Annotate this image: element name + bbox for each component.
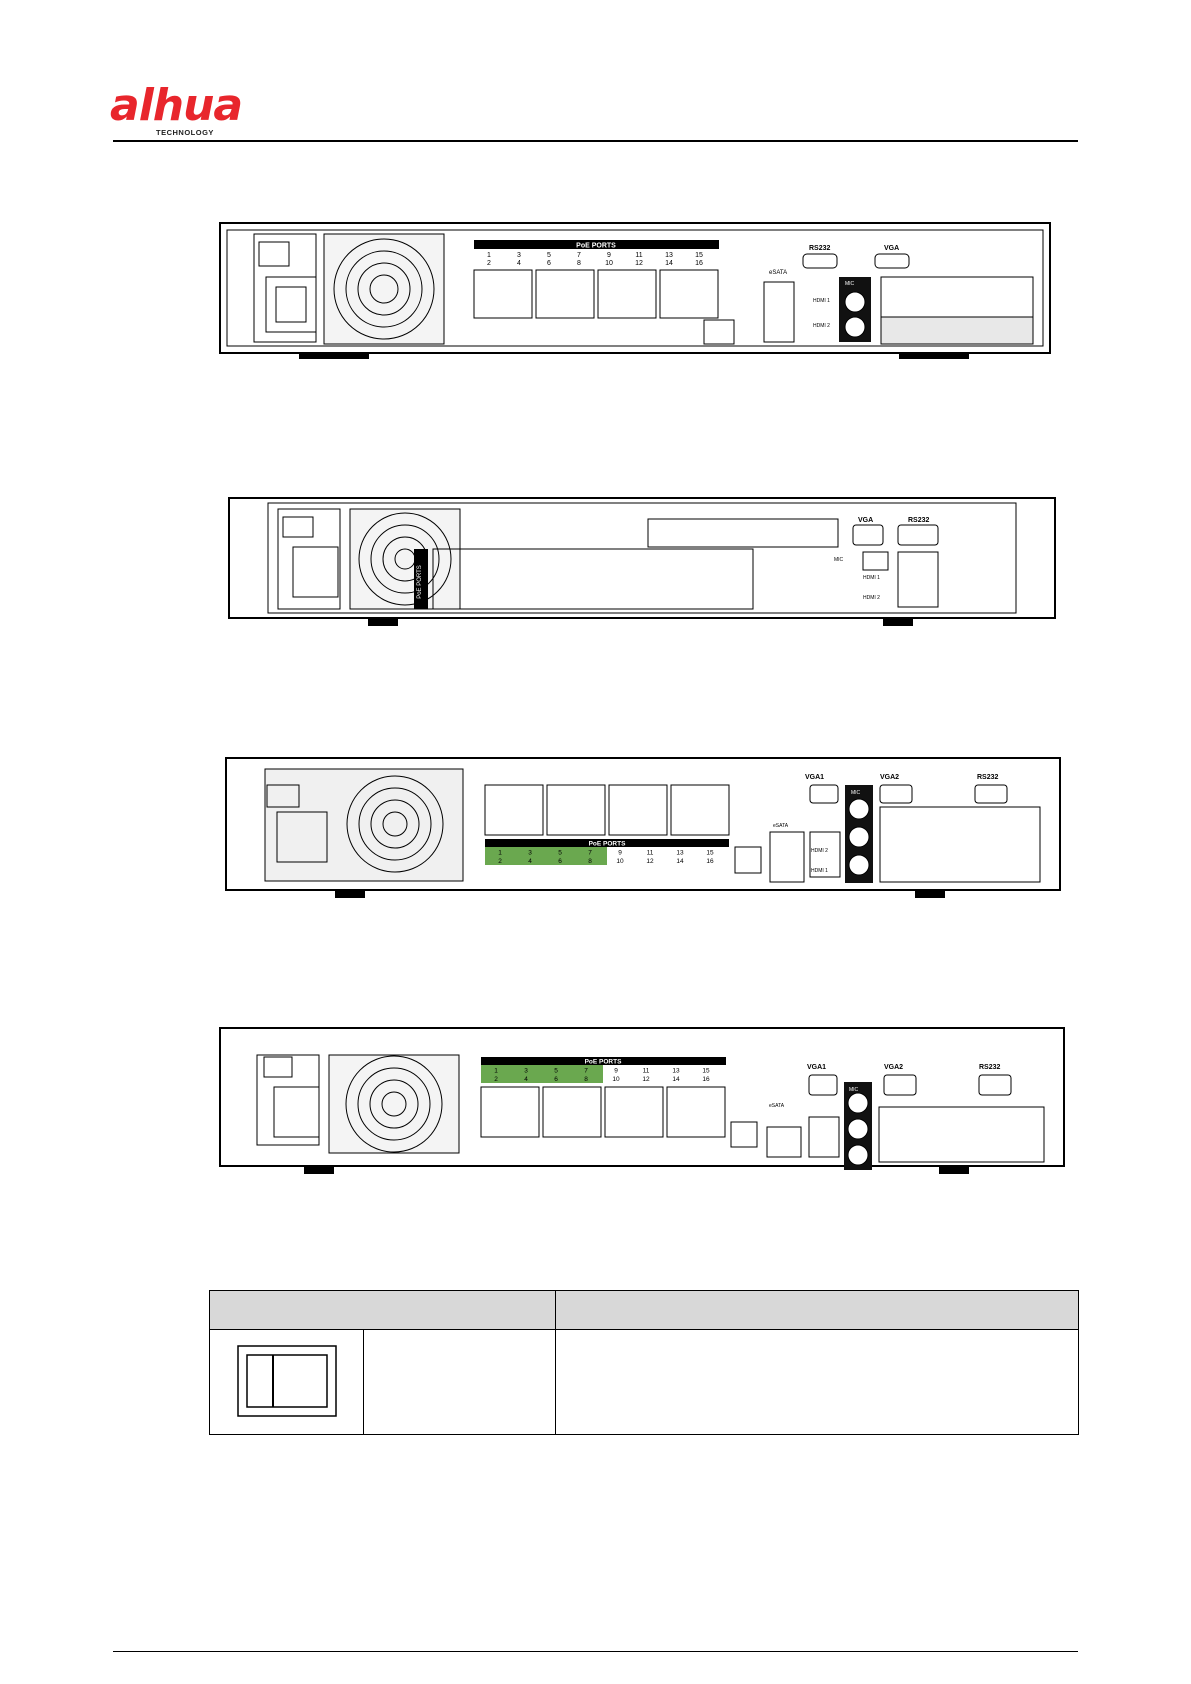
poe-label: 9	[614, 1068, 618, 1075]
poe-label: 6	[554, 1076, 558, 1083]
vga2-label: VGA2	[880, 774, 899, 781]
poe-label: 1	[498, 850, 502, 857]
hdmi1-label: HDMI 1	[863, 575, 880, 581]
poe-label: 8	[577, 260, 581, 267]
poe-label: 11	[635, 252, 642, 259]
hdmi2-label: HDMI 2	[863, 595, 880, 601]
poe-label: 11	[643, 1068, 650, 1075]
rear-panel-figure-1: PoE PORTS 1 3 5 7 9 11 13 15 2 4 6 8 10 …	[219, 222, 1051, 362]
rear-panel-4-drawing: PoE PORTS 1 3 5 7 9 11 13 15 2 4 6 8 10 …	[219, 1027, 1065, 1174]
esata-label: eSATA	[773, 823, 789, 829]
table-header-description	[555, 1290, 1079, 1330]
esata-label: eSATA	[769, 1103, 785, 1109]
rs232-label: RS232	[979, 1064, 1001, 1071]
poe-label: 10	[616, 858, 624, 865]
poe-label: 11	[647, 850, 654, 857]
rear-panel-3-drawing: PoE PORTS 1 3 5 7 9 11 13 15 2 4 6 8 10 …	[225, 757, 1061, 898]
poe-label: 7	[584, 1068, 588, 1075]
rs232-label: RS232	[908, 517, 930, 524]
poe-label: 1	[494, 1068, 498, 1075]
poe-label: 16	[706, 858, 714, 865]
poe-label: 8	[588, 858, 592, 865]
hdmi2-label: HDMI 2	[811, 848, 828, 854]
table-cell-description	[555, 1329, 1079, 1435]
vga-label: VGA	[884, 245, 899, 252]
header-rule	[113, 140, 1078, 142]
poe-label: 16	[702, 1076, 710, 1083]
poe-label: 8	[584, 1076, 588, 1083]
poe-label: 15	[702, 1068, 710, 1075]
table-cell-icon	[208, 1329, 365, 1435]
poe-label: 9	[618, 850, 622, 857]
poe-label: 5	[558, 850, 562, 857]
rs232-label: RS232	[809, 245, 831, 252]
mic-label: MIC	[834, 557, 844, 563]
mic-label: MIC	[845, 281, 855, 287]
poe-label: 7	[577, 252, 581, 259]
poe-label: 4	[528, 858, 532, 865]
poe-label: 4	[517, 260, 521, 267]
rear-panel-figure-3: PoE PORTS 1 3 5 7 9 11 13 15 2 4 6 8 10 …	[225, 757, 1061, 902]
rear-panel-2-drawing: PoE PORTS VGA RS232 MIC HDMI 1 HDMI 2	[228, 497, 1056, 626]
poe-label: 13	[665, 252, 673, 259]
poe-ports-title: PoE PORTS	[576, 243, 616, 250]
poe-label: 14	[665, 260, 673, 267]
mic-label: MIC	[851, 790, 861, 796]
power-switch-icon	[236, 1344, 337, 1417]
hdmi2-label: HDMI 2	[813, 323, 830, 329]
dahua-logo: alhua TECHNOLOGY	[110, 80, 270, 138]
poe-label: 7	[588, 850, 592, 857]
brand-name: alhua	[110, 80, 243, 131]
poe-ports-title: PoE PORTS	[589, 841, 627, 848]
poe-ports-side-label: PoE PORTS	[417, 565, 423, 599]
poe-label: 12	[635, 260, 643, 267]
poe-label: 13	[672, 1068, 680, 1075]
poe-label: 3	[528, 850, 532, 857]
poe-label: 2	[487, 260, 491, 267]
poe-label: 3	[517, 252, 521, 259]
poe-label: 10	[612, 1076, 620, 1083]
rs232-label: RS232	[977, 774, 999, 781]
brand-subtitle: TECHNOLOGY	[156, 128, 214, 137]
table-header-name	[209, 1290, 556, 1330]
poe-label: 2	[498, 858, 502, 865]
vga1-label: VGA1	[807, 1064, 826, 1071]
mic-label: MIC	[849, 1087, 859, 1093]
vga1-label: VGA1	[805, 774, 824, 781]
rear-panel-1-drawing: PoE PORTS 1 3 5 7 9 11 13 15 2 4 6 8 10 …	[219, 222, 1051, 359]
port-description-table	[208, 1290, 1079, 1435]
footer-rule	[113, 1651, 1078, 1652]
table-row	[208, 1329, 1079, 1435]
poe-label: 6	[547, 260, 551, 267]
poe-label: 12	[646, 858, 654, 865]
hdmi1-label: HDMI 1	[813, 298, 830, 304]
poe-label: 14	[672, 1076, 680, 1083]
poe-label: 15	[706, 850, 714, 857]
poe-label: 16	[695, 260, 703, 267]
poe-label: 14	[676, 858, 684, 865]
poe-label: 4	[524, 1076, 528, 1083]
poe-label: 6	[558, 858, 562, 865]
vga-label: VGA	[858, 517, 873, 524]
poe-label: 13	[676, 850, 684, 857]
hdmi1-label: HDMI 1	[811, 868, 828, 874]
poe-label: 15	[695, 252, 703, 259]
poe-label: 2	[494, 1076, 498, 1083]
poe-label: 9	[607, 252, 611, 259]
poe-label: 1	[487, 252, 491, 259]
poe-label: 12	[642, 1076, 650, 1083]
poe-label: 10	[605, 260, 613, 267]
table-cell-name	[363, 1329, 556, 1435]
esata-label: eSATA	[769, 270, 787, 276]
poe-label: 5	[547, 252, 551, 259]
rear-panel-figure-2: PoE PORTS VGA RS232 MIC HDMI 1 HDMI 2	[228, 497, 1056, 629]
rear-panel-figure-4: PoE PORTS 1 3 5 7 9 11 13 15 2 4 6 8 10 …	[219, 1027, 1065, 1177]
poe-ports-title: PoE PORTS	[585, 1059, 623, 1066]
poe-label: 5	[554, 1068, 558, 1075]
poe-label: 3	[524, 1068, 528, 1075]
vga2-label: VGA2	[884, 1064, 903, 1071]
